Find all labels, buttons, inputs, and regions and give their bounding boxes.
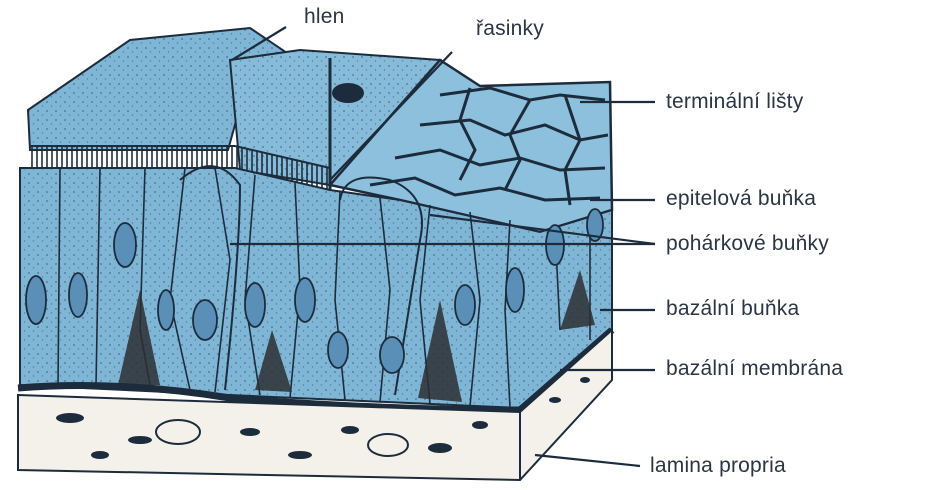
label-bazalni-bunka: bazální buňka [666, 298, 799, 319]
cilia-band [30, 146, 235, 168]
label-epitelova-bunka: epitelová buňka [666, 188, 816, 209]
label-lamina-propria: lamina propria [650, 455, 786, 476]
label-hlen: hlen [304, 6, 345, 27]
label-rasinky: řasinky [476, 18, 544, 39]
label-bazalni-membrana: bazální membrána [666, 358, 843, 379]
label-terminalni-listy: terminální lišty [666, 91, 803, 112]
label-poharkove-bunky: pohárkové buňky [666, 233, 829, 254]
